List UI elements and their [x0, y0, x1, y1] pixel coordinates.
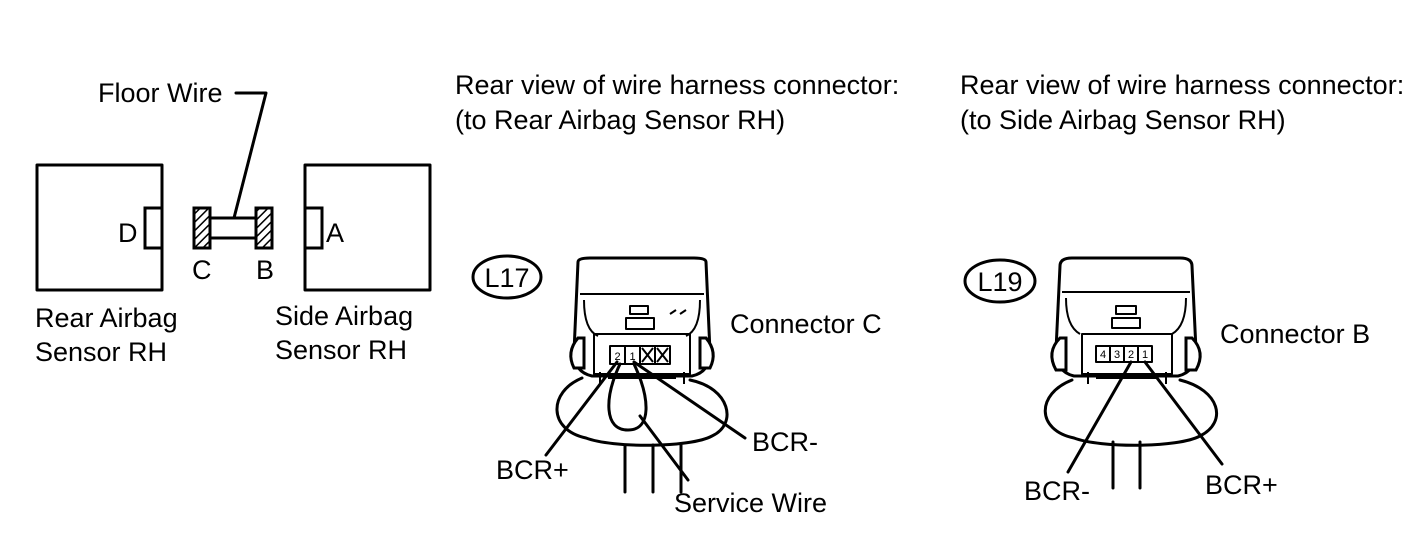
- side-latch-left: [1050, 336, 1068, 372]
- pin-number: 4: [1100, 349, 1106, 361]
- port-d-label: D: [118, 218, 138, 248]
- bcr-minus-leader: [1066, 360, 1133, 474]
- floor-wire-end-c: [192, 206, 212, 250]
- floor-wire-leader: [232, 91, 268, 220]
- connector-b-heading-line2: (to Side Airbag Sensor RH): [960, 105, 1286, 135]
- connector-b-view: Rear view of wire harness connector: (to…: [960, 70, 1404, 506]
- bcr-minus-leader: [632, 360, 747, 440]
- connector-b-code: L19: [977, 267, 1022, 297]
- harness-boot: [1043, 378, 1218, 447]
- port-a-label: A: [326, 218, 344, 248]
- floor-wire-label: Floor Wire: [98, 78, 223, 108]
- terminal-block: [1081, 333, 1173, 375]
- port-a-socket: [303, 206, 324, 250]
- pin-number: 3: [1114, 349, 1120, 361]
- connector-c-code: L17: [484, 263, 529, 293]
- harness-boot: [555, 376, 729, 447]
- floor-wire-end-b: [254, 206, 274, 250]
- side-sensor-name-line2: Sensor RH: [275, 335, 407, 365]
- lock-tab: [629, 305, 649, 315]
- terminal-block: [593, 333, 691, 375]
- connector-c-heading-line2: (to Rear Airbag Sensor RH): [455, 105, 785, 135]
- bcr-plus-label: BCR+: [496, 455, 569, 485]
- port-d-socket: [143, 206, 164, 250]
- side-latch-right: [1184, 336, 1202, 372]
- rear-sensor-name-line1: Rear Airbag: [35, 303, 178, 333]
- housing-detail: [669, 309, 687, 315]
- end-c-label: C: [192, 255, 212, 285]
- rear-airbag-sensor-box: [35, 163, 164, 292]
- connector-b-heading-line1: Rear view of wire harness connector:: [960, 70, 1404, 100]
- pin-number: 1: [1142, 349, 1148, 361]
- lock-tab: [1115, 305, 1137, 315]
- bcr-plus-leader: [1143, 360, 1224, 466]
- side-latch-left: [569, 336, 586, 370]
- connector-c-heading-line1: Rear view of wire harness connector:: [455, 70, 899, 100]
- bcr-minus-label: BCR-: [752, 427, 818, 457]
- connector-b-code-badge: [963, 258, 1037, 304]
- lock-tab: [1111, 317, 1141, 329]
- lock-tab: [625, 317, 655, 330]
- bcr-plus-leader: [544, 360, 619, 457]
- service-wire-loop: [607, 362, 648, 432]
- housing-inner-rim: [1065, 297, 1187, 335]
- floor-wire-body: [208, 216, 258, 240]
- blank-cavity-mark: [641, 347, 669, 363]
- connector-c-title: Connector C: [730, 309, 882, 339]
- side-sensor-name-line1: Side Airbag: [275, 301, 413, 331]
- rear-sensor-name-line2: Sensor RH: [35, 337, 167, 367]
- service-wire-leader: [638, 414, 690, 482]
- side-airbag-sensor-box: [303, 163, 432, 292]
- bcr-plus-label: BCR+: [1205, 470, 1278, 500]
- connector-c-view: Rear view of wire harness connector: (to…: [455, 70, 899, 518]
- bcr-minus-label: BCR-: [1024, 476, 1090, 506]
- pin-number: 2: [614, 351, 620, 363]
- pin-number: 2: [1128, 349, 1134, 361]
- service-wire-label: Service Wire: [674, 488, 827, 518]
- component-layout: Floor Wire D Rear Airbag Sensor RH C B A…: [35, 78, 432, 367]
- housing-lower-detail: [1087, 372, 1167, 384]
- pin-number: 1: [629, 351, 635, 363]
- connector-c-code-badge: [471, 254, 543, 300]
- end-b-label: B: [256, 255, 274, 285]
- connector-b-title: Connector B: [1220, 319, 1370, 349]
- side-latch-right: [698, 336, 715, 370]
